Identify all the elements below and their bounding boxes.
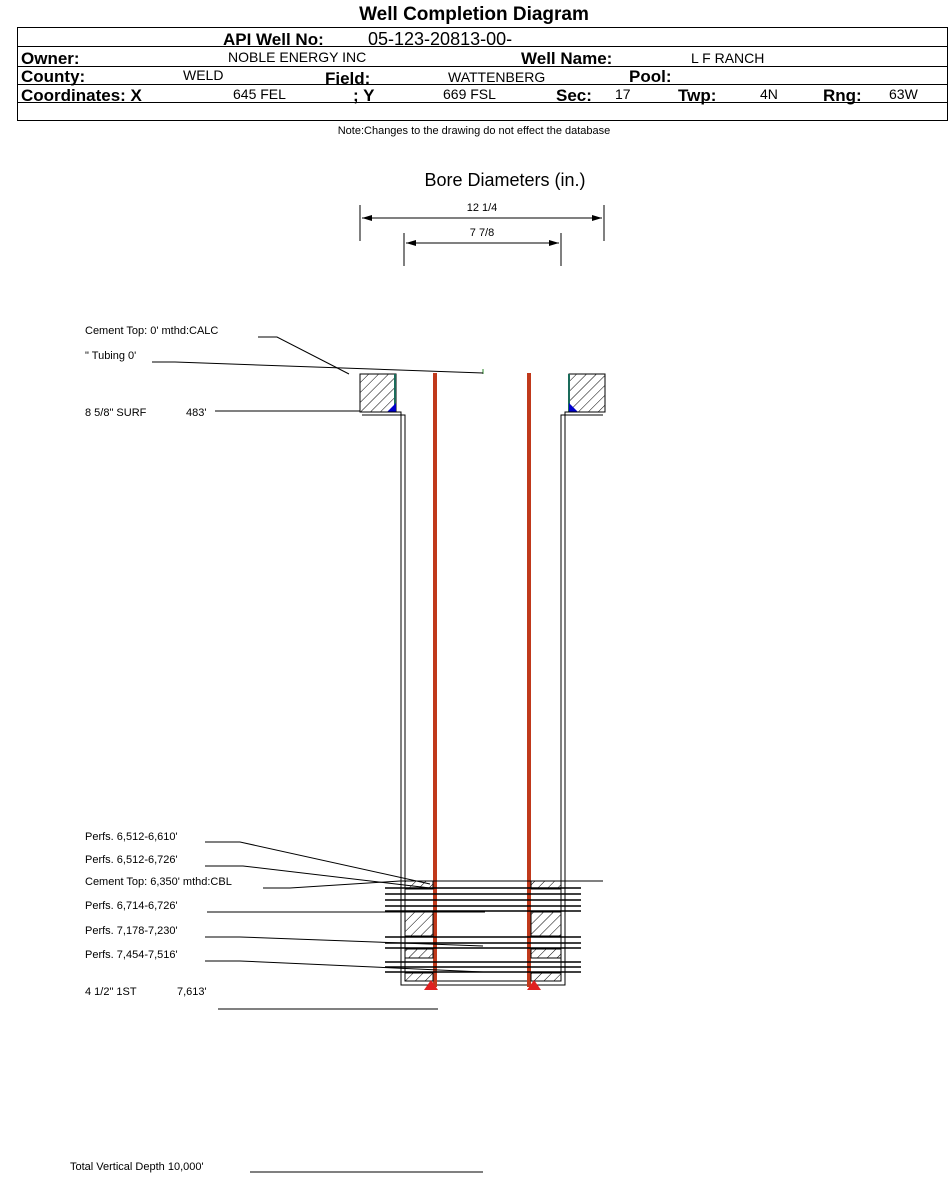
county-label: County: <box>21 67 86 86</box>
coordinates-y-value: 669 FSL <box>443 86 496 102</box>
county-value: WELD <box>183 67 224 83</box>
surface-shoe-left <box>387 403 396 412</box>
coordinates-x-value: 645 FEL <box>233 86 286 102</box>
surface-casing-depth-label: 483' <box>186 407 206 419</box>
sec-label: Sec: <box>556 86 592 105</box>
arrowhead <box>549 240 559 246</box>
callout-leaders <box>152 336 603 1173</box>
header-row-divider <box>18 84 947 85</box>
database-note: Note:Changes to the drawing do not effec… <box>337 125 611 137</box>
owner-label: Owner: <box>21 49 80 68</box>
inner-bore-label: 7 7/8 <box>470 227 494 239</box>
pool-label: Pool: <box>629 67 672 86</box>
well-header-table: API Well No: 05-123-20813-00- Owner: NOB… <box>17 27 948 121</box>
perfs-label: Perfs. 7,454-7,516' <box>85 949 178 961</box>
tubing-label: " Tubing 0' <box>85 350 136 362</box>
rng-label: Rng: <box>823 86 862 105</box>
inner-bore-dimension <box>403 233 562 266</box>
owner-value: NOBLE ENERGY INC <box>228 49 367 65</box>
tubing-string-left <box>433 373 437 987</box>
surface-casing-size-label: 8 5/8" SURF <box>85 407 147 419</box>
coordinates-y-label: ; Y <box>353 86 375 105</box>
header-row-divider <box>18 46 947 47</box>
production-shoe-left <box>424 980 438 990</box>
cement-top-surface-label: Cement Top: 0' mthd:CALC <box>85 325 218 337</box>
production-shoe-right <box>527 980 541 990</box>
api-label: API Well No: <box>223 30 324 49</box>
outer-bore-label: 12 1/4 <box>467 202 498 214</box>
sec-value: 17 <box>615 86 631 102</box>
well-name-value: L F RANCH <box>691 50 765 66</box>
perfs-label: Perfs. 7,178-7,230' <box>85 925 178 937</box>
surface-cement-right <box>568 373 606 413</box>
arrowhead <box>362 215 372 221</box>
perfs-label: Perfs. 6,512-6,726' <box>85 854 178 866</box>
production-casing-outline <box>360 411 605 986</box>
outer-bore-dimension <box>359 205 605 241</box>
field-label: Field: <box>325 69 371 88</box>
cement-top-production-label: Cement Top: 6,350' mthd:CBL <box>85 876 232 888</box>
twp-label: Twp: <box>678 86 717 105</box>
perfs-label: Perfs. 6,512-6,610' <box>85 831 178 843</box>
api-value: 05-123-20813-00- <box>368 29 513 49</box>
total-vertical-depth-label: Total Vertical Depth 10,000' <box>70 1161 204 1173</box>
surface-shoe-right <box>569 403 578 412</box>
production-casing-depth-label: 7,613' <box>177 986 207 998</box>
page-title: Well Completion Diagram <box>359 4 589 25</box>
coordinates-x-label: Coordinates: X <box>21 86 142 105</box>
surface-cement-left <box>359 373 397 413</box>
header-row-divider <box>18 66 947 67</box>
bore-diameters-heading: Bore Diameters (in.) <box>424 170 585 190</box>
well-name-label: Well Name: <box>521 49 613 68</box>
twp-value: 4N <box>760 86 778 102</box>
arrowhead <box>592 215 602 221</box>
field-value: WATTENBERG <box>448 69 546 85</box>
header-row-divider <box>18 102 947 103</box>
production-cement <box>404 880 562 982</box>
arrowhead <box>406 240 416 246</box>
tubing-string-right <box>527 373 531 987</box>
rng-value: 63W <box>889 86 918 102</box>
perfs-label: Perfs. 6,714-6,726' <box>85 900 178 912</box>
production-casing-size-label: 4 1/2" 1ST <box>85 986 137 998</box>
perforation-lines <box>385 887 581 973</box>
